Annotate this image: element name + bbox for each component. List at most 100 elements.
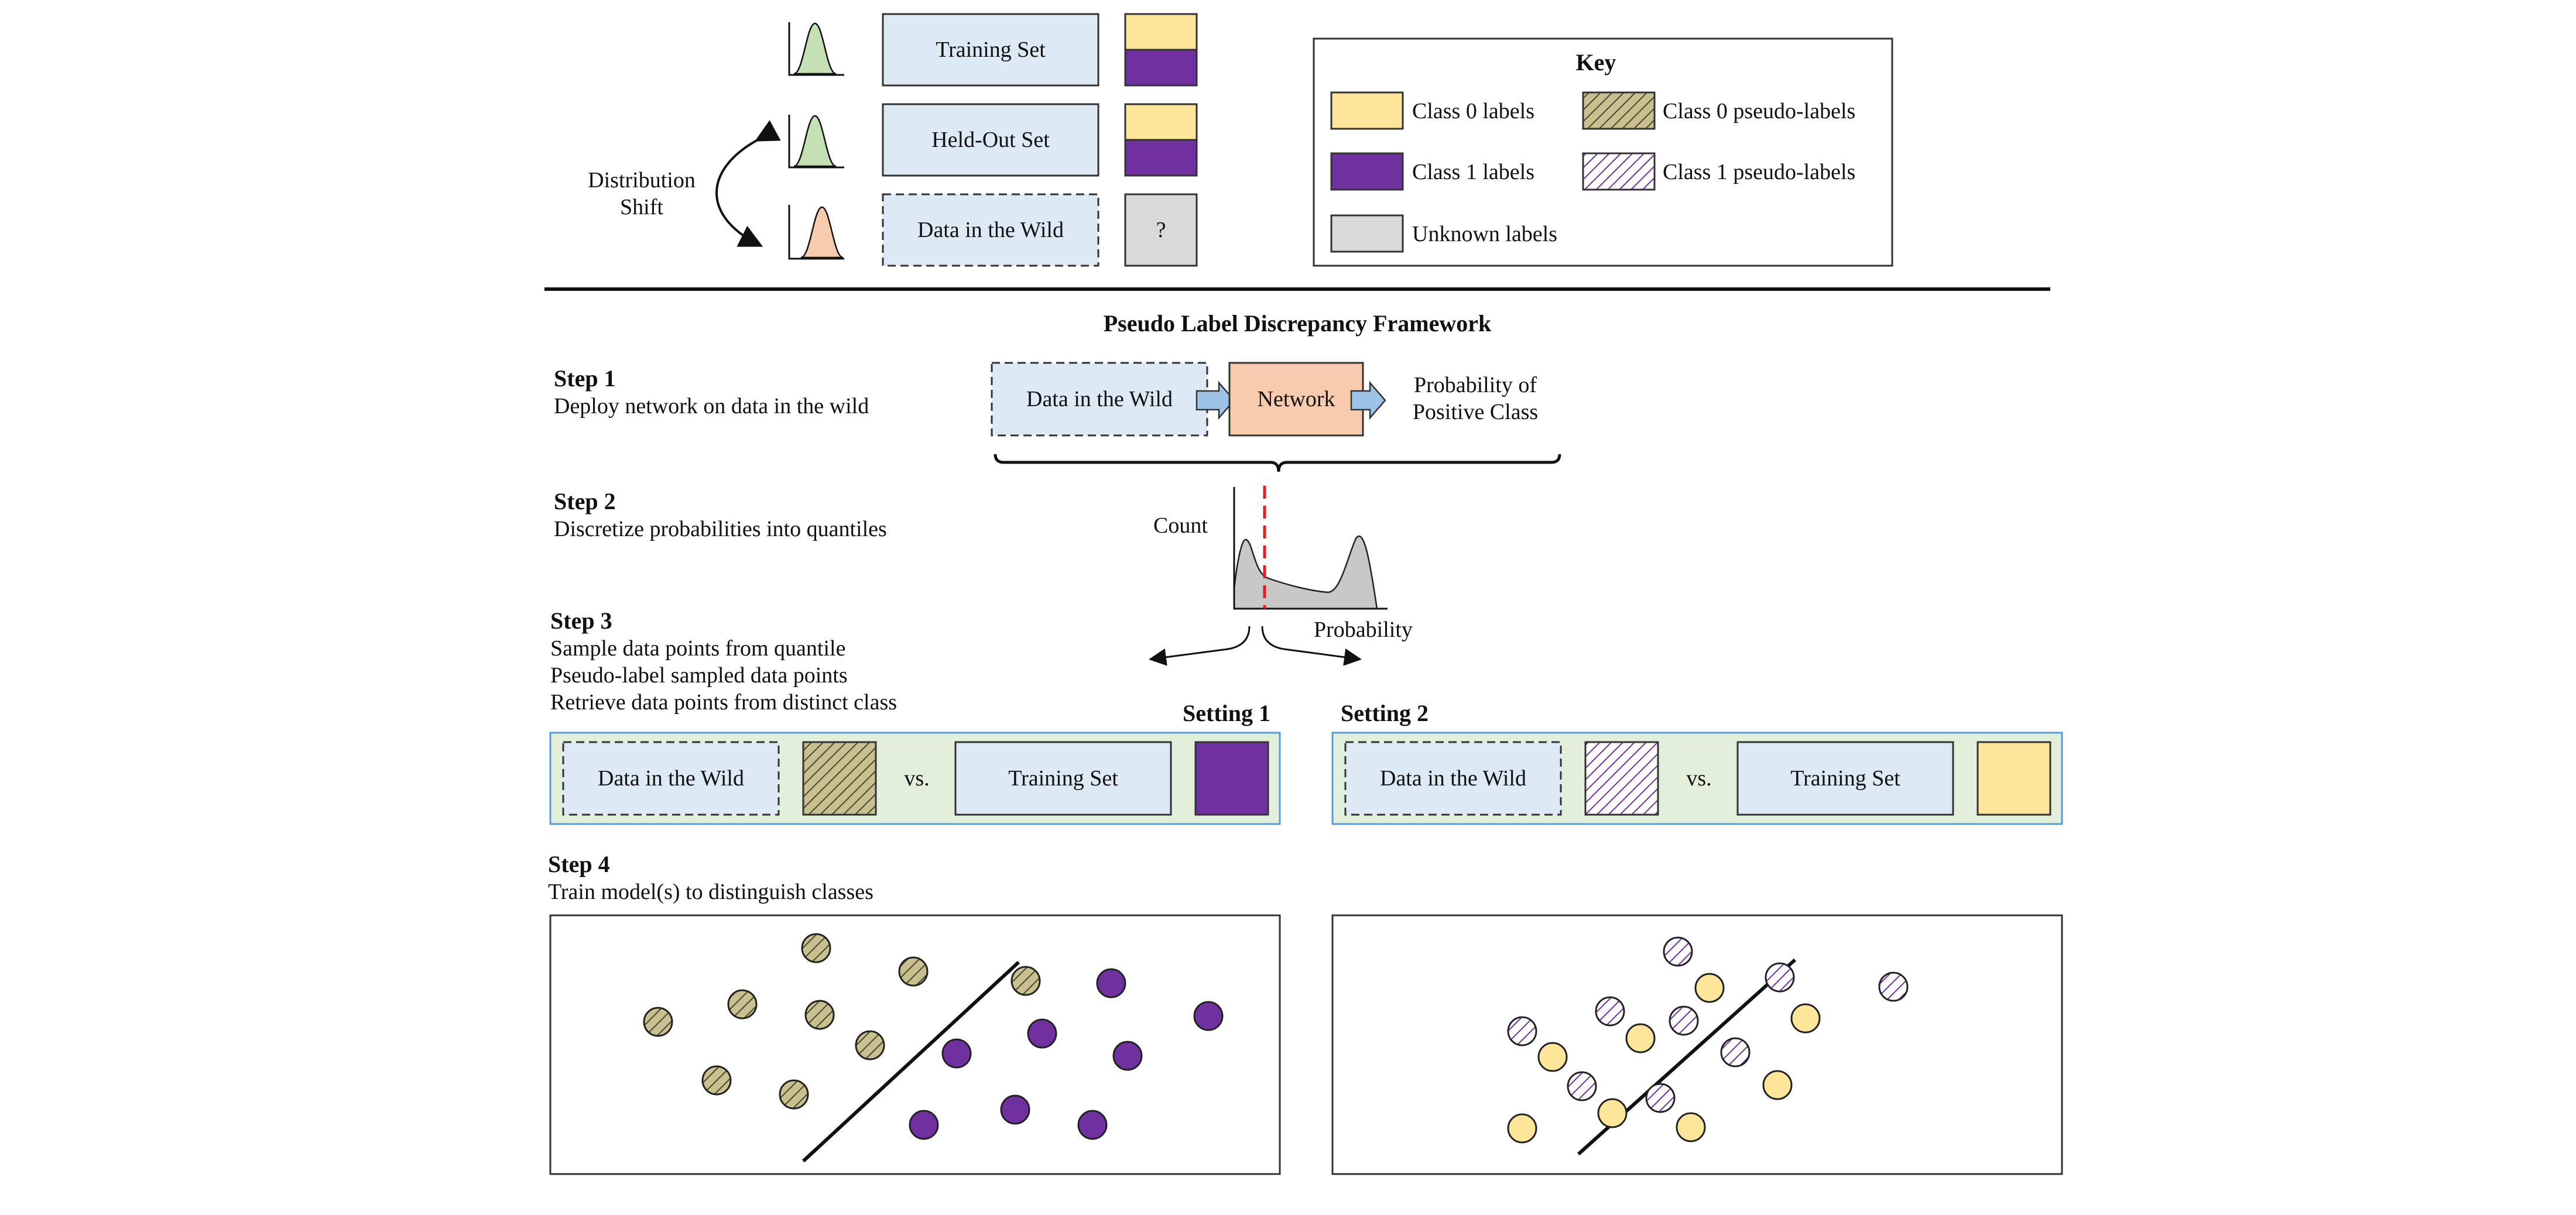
class0-point (1537, 1042, 1568, 1072)
class0-point (1762, 1070, 1793, 1100)
class1-point (1077, 1110, 1108, 1140)
class0-point (1790, 1003, 1821, 1034)
step1-arrow-to-output (1350, 380, 1386, 420)
class1-point (1027, 1018, 1057, 1049)
pseudo0-point (855, 1030, 885, 1060)
split-to-setting1-arrow (1149, 626, 1251, 666)
key-legend: Key Class 0 labels Class 1 labels Unknow… (1313, 37, 1893, 267)
setting2-class0-swatch (1976, 741, 2051, 816)
class0-point (1694, 973, 1725, 1003)
setting1-class1-swatch (1194, 741, 1269, 816)
training-set-label: Training Set (936, 37, 1046, 62)
setting2-train-label: Training Set (1790, 766, 1900, 791)
step4-title: Step 4 (548, 851, 610, 877)
network-box: Network (1228, 362, 1364, 437)
heldout-labels-block (1124, 103, 1198, 177)
wild-distribution-icon (788, 205, 844, 260)
unknown-mark: ? (1156, 218, 1166, 242)
held-out-set-label: Held-Out Set (931, 128, 1050, 152)
step1-output-line2: Positive Class (1413, 400, 1538, 424)
class0-point (1625, 1023, 1656, 1053)
pseudo1-point (1669, 1005, 1699, 1036)
step2-desc: Discretize probabilities into quantiles (554, 517, 887, 541)
setting2-data-label: Data in the Wild (1380, 766, 1526, 791)
heldout-distribution-icon (788, 115, 844, 169)
key-class0-pseudo-swatch (1582, 91, 1656, 130)
class0-point (1676, 1112, 1706, 1142)
framework-title: Pseudo Label Discrepancy Framework (1104, 310, 1492, 337)
training-labels-block (1124, 13, 1198, 87)
pseudo1-point (1765, 962, 1795, 993)
pseudo0-point (727, 989, 758, 1020)
setting1-data-label: Data in the Wild (598, 766, 744, 791)
probability-histogram (1233, 486, 1388, 610)
training-distribution-icon (788, 22, 844, 76)
setting2-vs: vs. (1686, 766, 1711, 791)
step2-title: Step 2 (554, 488, 616, 514)
setting2-classifier-panel (1331, 914, 2063, 1175)
step1-title: Step 1 (554, 365, 616, 392)
setting1-train-label: Training Set (1008, 766, 1118, 791)
pseudo0-point (643, 1007, 673, 1037)
class1-point (941, 1038, 972, 1069)
setting2-title: Setting 2 (1341, 700, 1429, 726)
step1-data-label: Data in the Wild (1026, 387, 1173, 411)
distribution-shift-arrow (715, 120, 781, 247)
step3-line1: Sample data points from quantile (550, 636, 845, 661)
step4-desc: Train model(s) to distinguish classes (548, 880, 873, 904)
key-class1-pseudo-label: Class 1 pseudo-labels (1663, 160, 1855, 184)
pseudo1-point (1595, 996, 1625, 1027)
step1-desc: Deploy network on data in the wild (554, 394, 869, 418)
pseudo0-point (1010, 966, 1041, 996)
wild-data-label: Data in the Wild (917, 218, 1064, 242)
step3-line3: Retrieve data points from distinct class (550, 690, 897, 715)
key-class0-label: Class 0 labels (1412, 99, 1534, 123)
key-class0-swatch (1330, 91, 1404, 130)
step3-line2: Pseudo-label sampled data points (550, 663, 848, 688)
key-class1-pseudo-swatch (1582, 152, 1656, 191)
key-unknown-swatch (1330, 214, 1404, 253)
class1-point (1000, 1094, 1030, 1125)
histogram-count-label: Count (1153, 513, 1208, 538)
key-unknown-label: Unknown labels (1412, 222, 1557, 246)
setting1-classifier-panel (549, 914, 1281, 1175)
pseudo0-point (898, 956, 929, 987)
held-out-set-box: Held-Out Set (882, 103, 1099, 177)
training-set-box: Training Set (882, 13, 1099, 87)
histogram-probability-label: Probability (1314, 617, 1413, 642)
setting2-panel: Data in the Wild vs. Training Set (1331, 732, 2063, 825)
step1-output-line1: Probability of (1414, 373, 1537, 397)
pseudo1-point (1645, 1083, 1676, 1113)
pseudo0-point (779, 1079, 809, 1110)
split-to-setting2-arrow (1261, 626, 1362, 666)
setting1-title: Setting 1 (1183, 700, 1270, 726)
key-title: Key (1576, 49, 1616, 75)
key-class1-swatch (1330, 152, 1404, 191)
wild-data-box: Data in the Wild (882, 193, 1099, 267)
pseudo0-point (804, 1000, 835, 1030)
shift-label-line2: Shift (620, 195, 663, 219)
setting1-panel: Data in the Wild vs. Training Set (549, 732, 1281, 825)
class0-point (1507, 1113, 1537, 1144)
key-class1-label: Class 1 labels (1412, 160, 1534, 184)
pseudo1-point (1567, 1071, 1597, 1101)
network-label: Network (1258, 387, 1335, 411)
setting1-pseudo0-swatch (802, 741, 877, 816)
step1-wild-data-box: Data in the Wild (991, 362, 1208, 437)
key-class0-pseudo-label: Class 0 pseudo-labels (1663, 99, 1855, 123)
class1-point (1193, 1001, 1224, 1031)
pseudo1-point (1663, 936, 1693, 967)
class1-point (909, 1110, 939, 1140)
pseudo1-point (1720, 1037, 1751, 1068)
pseudo1-point (1878, 972, 1909, 1002)
step3-title: Step 3 (550, 608, 612, 634)
shift-label-line1: Distribution (588, 168, 696, 193)
class1-point (1096, 968, 1126, 998)
pseudo0-point (801, 933, 831, 963)
setting1-vs: vs. (904, 766, 929, 791)
step1-brace (994, 454, 1561, 472)
unknown-labels-block: ? (1124, 193, 1198, 267)
setting1-decision-boundary (801, 960, 1020, 1163)
